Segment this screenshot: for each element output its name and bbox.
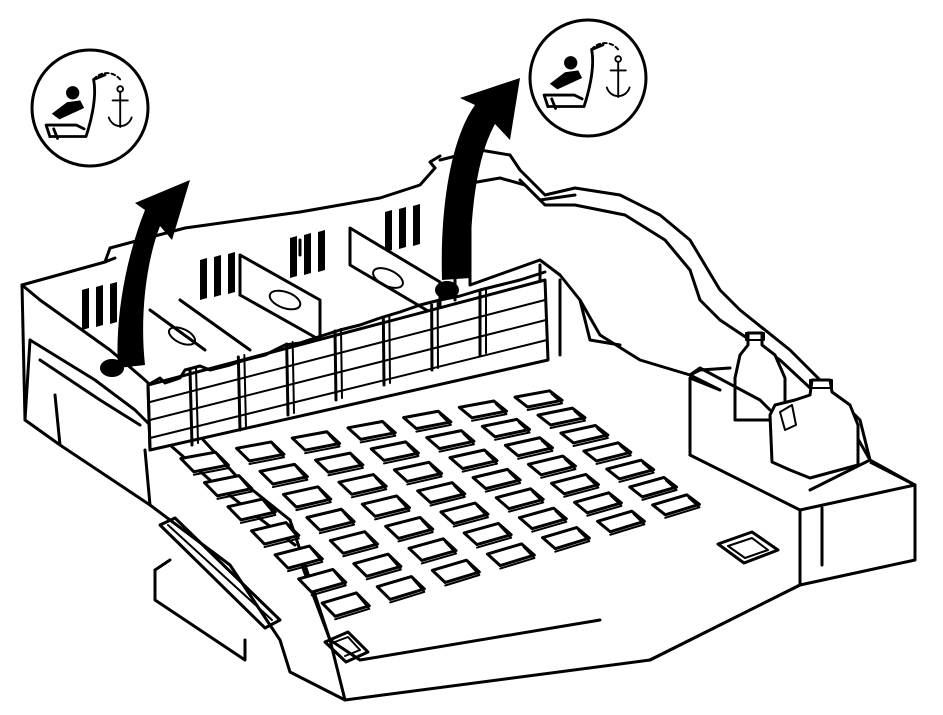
floor-pad bbox=[517, 506, 568, 531]
floor-pad bbox=[250, 521, 301, 546]
floor-pad bbox=[226, 497, 277, 522]
floor-pad bbox=[430, 558, 481, 584]
floor-pad bbox=[402, 409, 453, 431]
bottles bbox=[688, 331, 872, 492]
floor-pad bbox=[407, 537, 458, 562]
floor-pad bbox=[550, 472, 600, 496]
floor-pad bbox=[559, 423, 610, 445]
floor-pad bbox=[526, 454, 577, 477]
floor-pad bbox=[320, 591, 371, 618]
child-seat-anchor-icon bbox=[30, 48, 150, 168]
divider-panels bbox=[100, 226, 459, 377]
floor-pad bbox=[448, 448, 499, 471]
child-seat-anchor-icon bbox=[528, 18, 648, 138]
floor-pad bbox=[480, 417, 531, 439]
floor-pad bbox=[457, 399, 509, 420]
floor-pad bbox=[235, 440, 286, 463]
floor-pad bbox=[346, 419, 397, 441]
floor-pad bbox=[573, 491, 623, 515]
floor-pad bbox=[305, 507, 356, 532]
floor-pad bbox=[541, 526, 591, 551]
floor-pad bbox=[314, 451, 365, 474]
floor-pad bbox=[485, 542, 536, 568]
floor-pad bbox=[273, 544, 324, 570]
floor-pad bbox=[425, 429, 476, 451]
floor-pad bbox=[651, 493, 701, 517]
raised-grille bbox=[146, 270, 550, 452]
floor-pad bbox=[503, 436, 554, 458]
floor-pad bbox=[596, 509, 646, 534]
floor-pad bbox=[369, 440, 420, 462]
floor-pad bbox=[471, 467, 522, 491]
floor-pad bbox=[337, 473, 388, 496]
floor-pad bbox=[494, 487, 545, 511]
front-right-notch bbox=[716, 530, 780, 565]
floor-pad-grid bbox=[179, 389, 701, 621]
floor-pad bbox=[536, 406, 587, 427]
floor-pad bbox=[462, 521, 513, 547]
curved-arrow-up-icon bbox=[117, 78, 520, 368]
floor-pad bbox=[439, 501, 490, 526]
floor-pad bbox=[628, 475, 679, 499]
anchor-point-right bbox=[435, 281, 459, 299]
back-wall-slots bbox=[82, 204, 420, 330]
floor-pad bbox=[202, 474, 254, 498]
floor-pad bbox=[375, 575, 426, 601]
floor-pad bbox=[352, 552, 403, 578]
floor-pad bbox=[513, 389, 564, 409]
floor-pad bbox=[416, 481, 467, 504]
floor-pad bbox=[290, 430, 342, 452]
floor-pad bbox=[360, 494, 411, 518]
floor-pad bbox=[179, 450, 230, 474]
floor-pad bbox=[258, 462, 309, 486]
floor-pad bbox=[582, 441, 633, 463]
floor-pad bbox=[281, 485, 333, 509]
floor-pad bbox=[328, 530, 380, 555]
floor-pad bbox=[392, 460, 444, 483]
floor-pad bbox=[384, 515, 435, 540]
floor-pad bbox=[297, 567, 348, 594]
floor-pad bbox=[605, 458, 656, 481]
